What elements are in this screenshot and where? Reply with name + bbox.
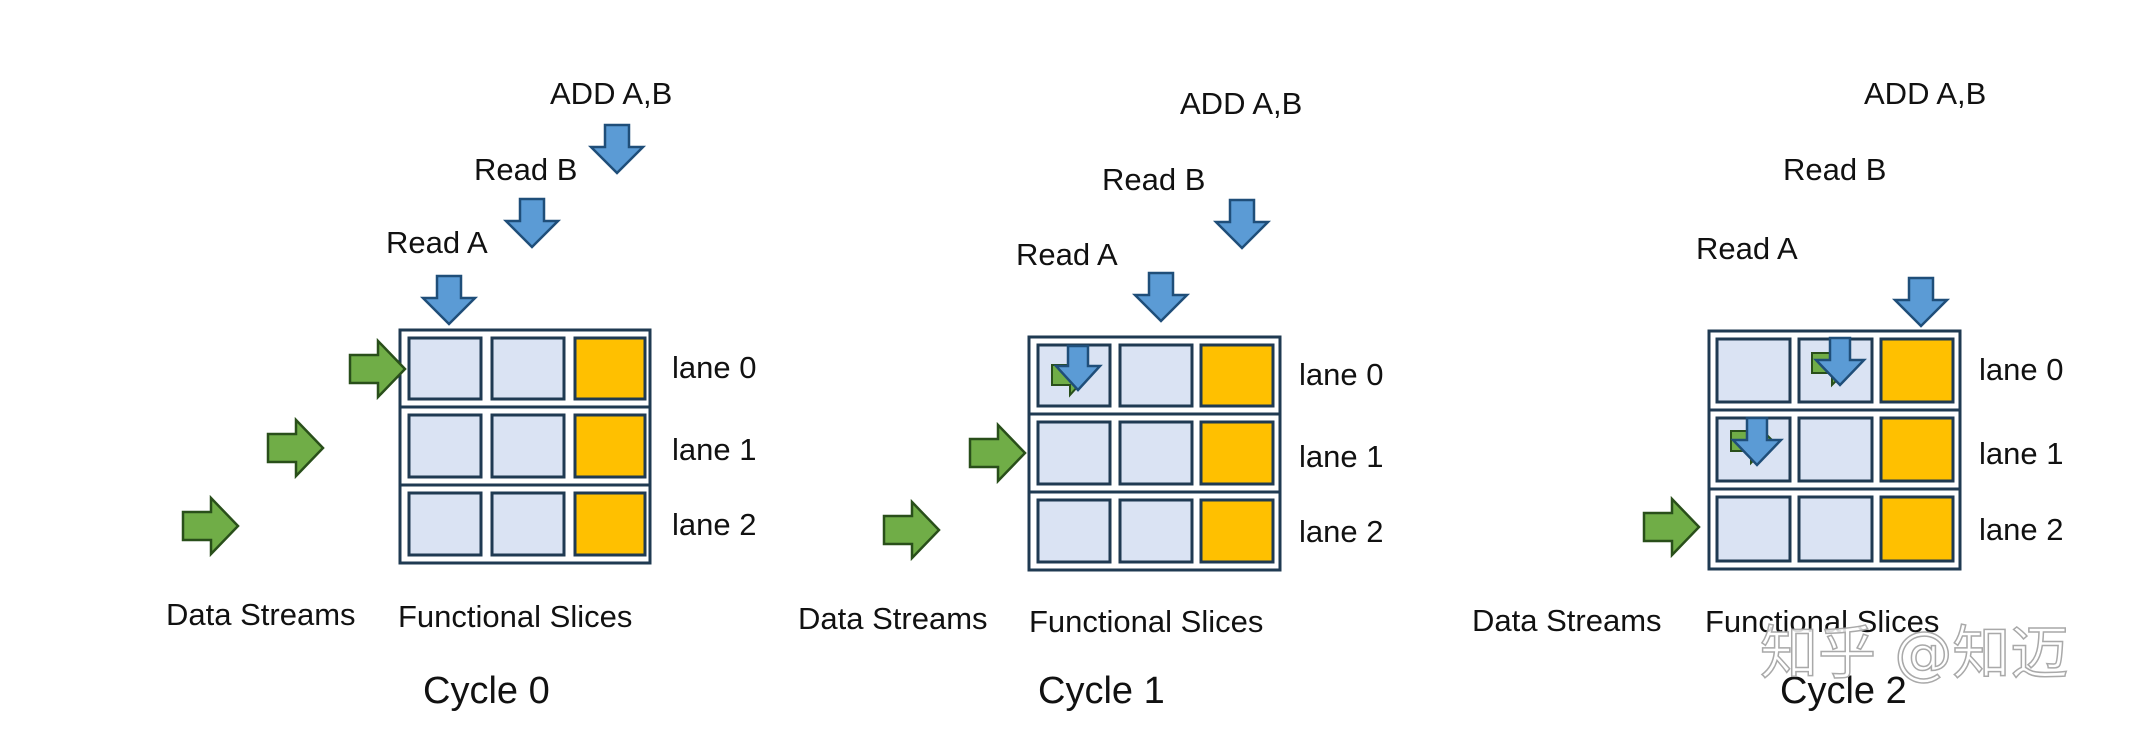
grid-frame — [398, 328, 652, 565]
instruction-label-read-b: Read B — [474, 152, 577, 187]
instruction-label-read-a: Read A — [1696, 231, 1798, 266]
slice-grid — [1027, 335, 1282, 572]
slice-cell — [1036, 420, 1112, 486]
instruction-arrow-icon — [419, 274, 479, 326]
instruction-label-add: ADD A,B — [1864, 76, 1986, 111]
instruction-label-read-b: Read B — [1102, 162, 1205, 197]
lane-label: lane 2 — [1299, 514, 1383, 549]
functional-slices-label: Functional Slices — [1705, 604, 1939, 639]
panel-cycle-0: ADD A,B Read B Read A lane 0 lane 1 lane… — [166, 76, 756, 712]
data-stream-arrow-icon — [181, 494, 240, 558]
panel-cycle-2: ADD A,B Read B Read A — [1472, 76, 2063, 712]
data-streams-label: Data Streams — [798, 601, 988, 636]
active-slice-cell — [1199, 343, 1275, 408]
instruction-label-add: ADD A,B — [1180, 86, 1302, 121]
merged-instruction-arrow-icon — [1730, 416, 1784, 467]
slice-cell — [1036, 498, 1112, 564]
data-stream-arrow-icon — [266, 416, 325, 480]
active-slice-cell — [1199, 420, 1275, 486]
instruction-label-read-b: Read B — [1783, 152, 1886, 187]
slice-cell — [407, 413, 483, 479]
data-stream-arrow-icon — [968, 421, 1027, 485]
active-slice-cell — [1879, 416, 1955, 483]
slice-grid — [398, 328, 652, 565]
cycle-label: Cycle 2 — [1780, 670, 1907, 712]
lane-label: lane 2 — [672, 507, 756, 542]
slice-cell — [1118, 420, 1194, 486]
data-streams-label: Data Streams — [166, 597, 356, 632]
slice-cell — [407, 336, 483, 401]
grid-frame — [1707, 329, 1962, 571]
cycle-label: Cycle 1 — [1038, 670, 1165, 712]
panel-cycle-1: ADD A,B Read B Read A lane 0 — [798, 86, 1383, 712]
slice-cell — [1797, 416, 1874, 483]
slice-cell — [490, 413, 566, 479]
slice-cell — [490, 491, 566, 557]
lane-label: lane 0 — [1979, 352, 2063, 387]
instruction-label-read-a: Read A — [1016, 237, 1118, 272]
instruction-arrow-icon — [1131, 271, 1191, 323]
cycle-label: Cycle 0 — [423, 670, 550, 712]
data-stream-arrow-icon — [882, 498, 941, 562]
lane-label: lane 1 — [1299, 439, 1383, 474]
data-stream-arrow-icon — [1642, 495, 1701, 559]
instruction-label-add: ADD A,B — [550, 76, 672, 111]
active-slice-cell — [573, 336, 647, 401]
lane-label: lane 1 — [672, 432, 756, 467]
slice-cell — [1118, 498, 1194, 564]
instruction-arrow-icon — [1212, 198, 1272, 250]
active-slice-cell — [573, 413, 647, 479]
instruction-arrow-icon — [502, 197, 562, 249]
active-slice-cell — [1199, 498, 1275, 564]
lane-label: lane 1 — [1979, 436, 2063, 471]
slice-cell — [1715, 337, 1792, 404]
functional-slices-label: Functional Slices — [1029, 604, 1263, 639]
slice-cell — [1118, 343, 1194, 408]
slice-grid — [1707, 329, 1962, 571]
slice-cell — [407, 491, 483, 557]
lane-label: lane 0 — [1299, 357, 1383, 392]
instruction-arrow-icon — [587, 123, 647, 175]
active-slice-cell — [1879, 495, 1955, 563]
active-slice-cell — [1879, 337, 1955, 404]
slice-cell — [490, 336, 566, 401]
instruction-label-read-a: Read A — [386, 225, 488, 260]
active-slice-cell — [573, 491, 647, 557]
merged-instruction-arrow-icon — [1053, 344, 1103, 392]
instruction-arrow-icon — [1891, 276, 1951, 328]
grid-frame — [1027, 335, 1282, 572]
data-stream-arrow-icon — [348, 337, 407, 401]
slice-cell — [1797, 495, 1874, 563]
lane-label: lane 0 — [672, 350, 756, 385]
slice-cell — [1715, 495, 1792, 563]
merged-instruction-arrow-icon — [1813, 336, 1867, 387]
data-streams-label: Data Streams — [1472, 603, 1662, 638]
watermark-text: 知乎 @知迈 — [1760, 619, 2068, 687]
functional-slices-label: Functional Slices — [398, 599, 632, 634]
lane-label: lane 2 — [1979, 512, 2063, 547]
